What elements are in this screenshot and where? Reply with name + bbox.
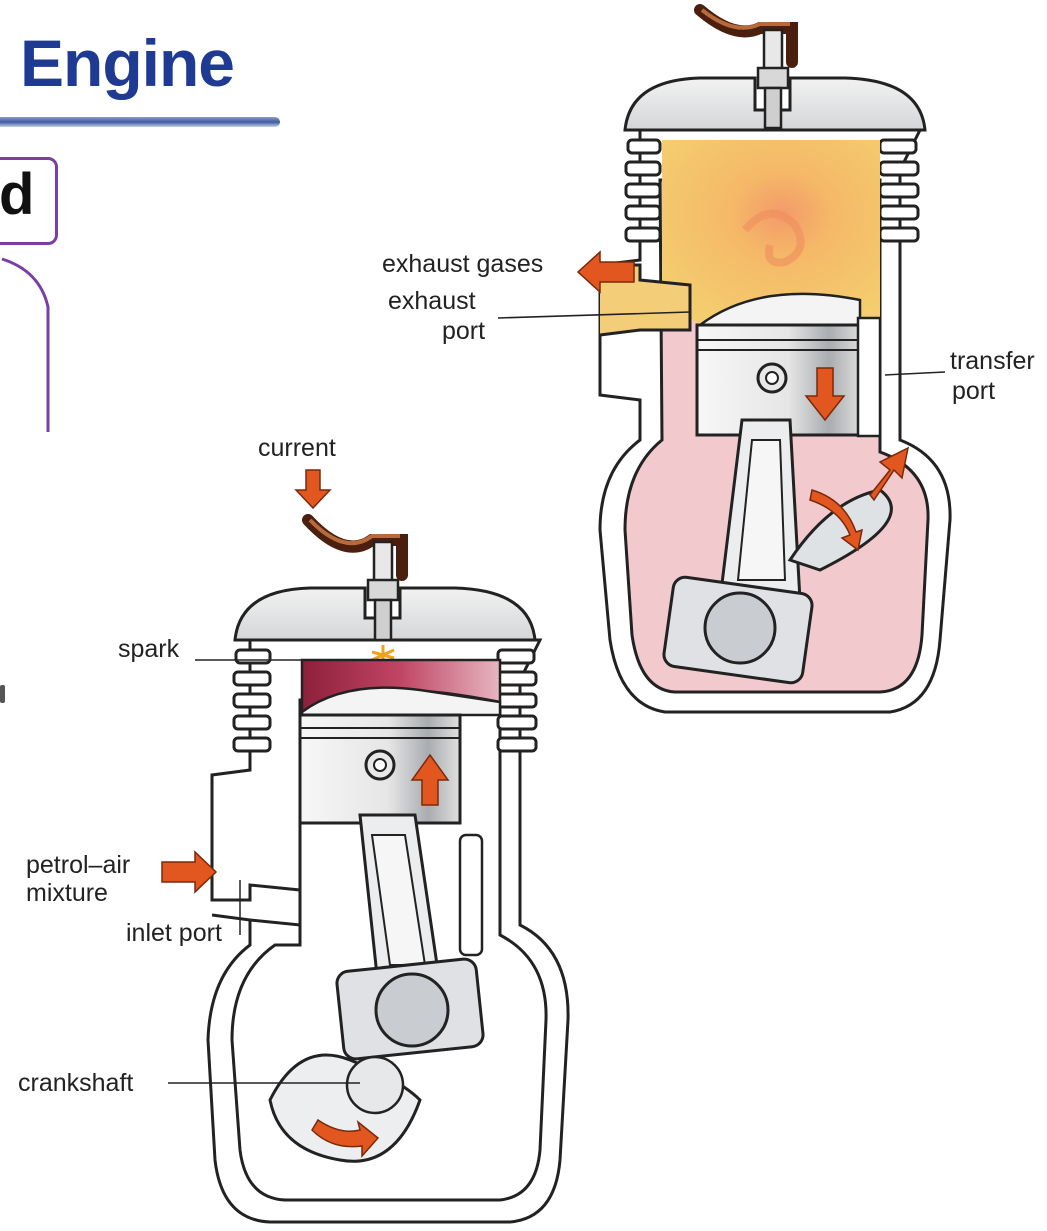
left-crankshaft-journal xyxy=(376,974,448,1046)
label-current: current xyxy=(258,435,336,461)
label-exhaust-port-1: exhaust xyxy=(388,288,476,314)
label-spark: spark xyxy=(118,636,179,662)
left-engine xyxy=(162,470,568,1222)
left-transfer-channel xyxy=(460,835,482,955)
label-exhaust-gases: exhaust gases xyxy=(382,251,543,277)
label-transfer-port-2: port xyxy=(952,378,995,404)
right-engine xyxy=(498,10,950,712)
label-inlet-port: inlet port xyxy=(126,920,222,946)
right-crankshaft xyxy=(705,593,775,663)
inlet-arrow-icon xyxy=(162,852,216,892)
label-exhaust-port-2: port xyxy=(442,318,485,344)
label-crankshaft: crankshaft xyxy=(18,1070,133,1096)
label-petrol-air-2: mixture xyxy=(26,880,108,906)
right-transfer-port xyxy=(858,318,880,436)
label-petrol-air-1: petrol–air xyxy=(26,852,130,878)
label-transfer-port-1: transfer xyxy=(950,348,1035,374)
current-arrow-icon xyxy=(296,470,330,508)
